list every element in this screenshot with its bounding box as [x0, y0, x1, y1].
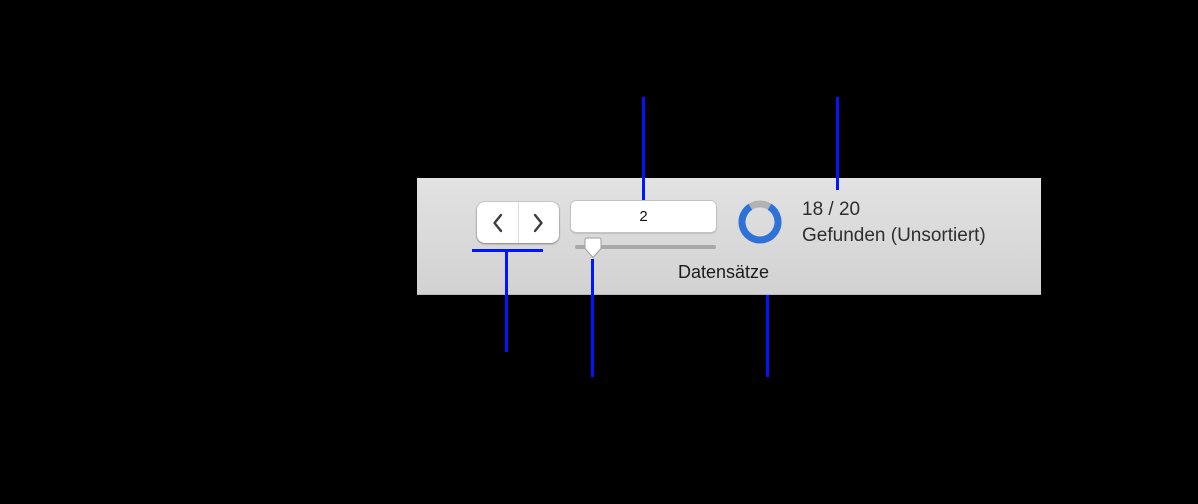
found-status: 18 / 20 Gefunden (Unsortiert): [802, 197, 986, 249]
slider-track[interactable]: [575, 245, 716, 249]
found-set-pie-icon[interactable]: [737, 199, 783, 245]
record-slider[interactable]: [570, 236, 720, 262]
callout-line-nav-buttons: [505, 252, 508, 352]
next-record-button[interactable]: [519, 202, 560, 243]
callout-line-found-count: [836, 97, 839, 190]
slider-thumb[interactable]: [584, 237, 602, 259]
callout-line-record-field: [642, 97, 645, 200]
chevron-right-icon: [534, 213, 543, 232]
record-navigation-buttons: [477, 202, 559, 243]
previous-record-button[interactable]: [477, 202, 518, 243]
callout-line-pie: [766, 295, 769, 377]
callout-line-slider: [591, 259, 594, 377]
button-divider: [517, 202, 519, 243]
pie-found-ring: [738, 200, 782, 244]
found-label: Gefunden (Unsortiert): [802, 225, 986, 246]
record-count: 18 / 20: [802, 199, 861, 220]
callout-underline-nav-buttons: [472, 249, 543, 252]
chevron-left-icon: [493, 213, 502, 232]
slider-label: Datensätze: [678, 262, 770, 282]
current-record-field[interactable]: [570, 200, 717, 233]
